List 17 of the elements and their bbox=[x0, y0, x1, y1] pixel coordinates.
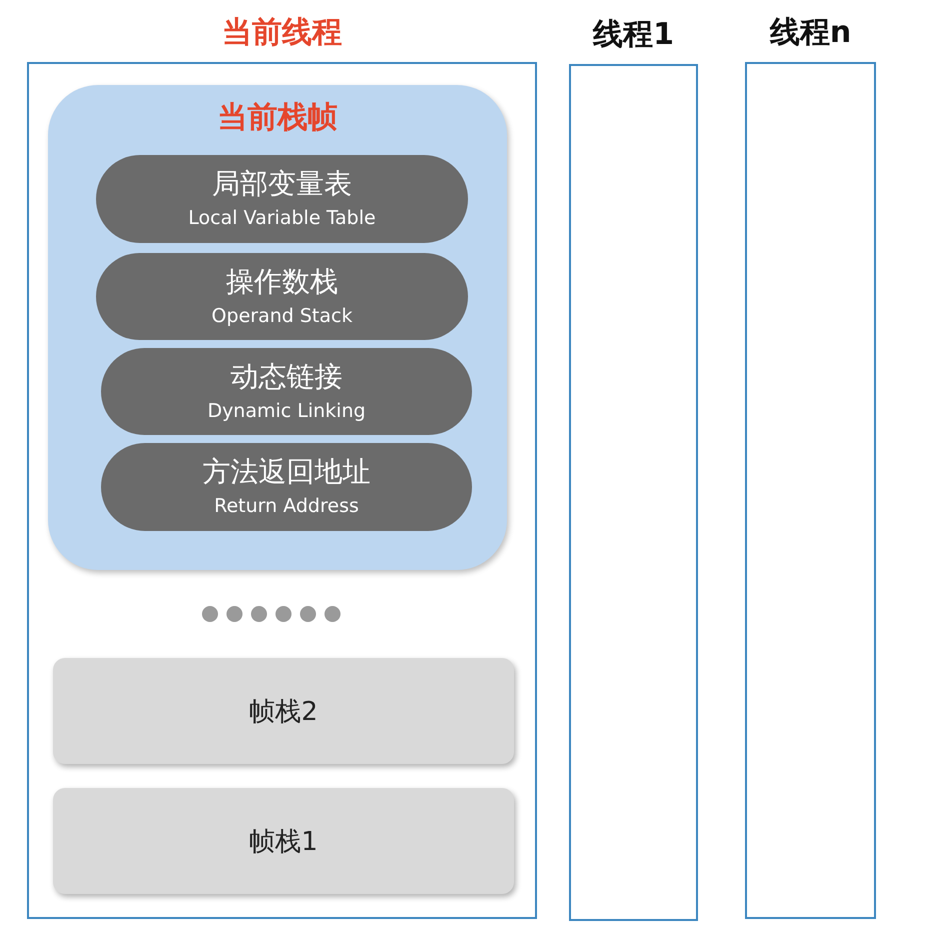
part-name: 操作数栈 bbox=[225, 264, 339, 300]
part-subtitle: Local Variable Table bbox=[187, 207, 377, 229]
part-name: 动态链接 bbox=[230, 359, 344, 395]
part-subtitle: Dynamic Linking bbox=[206, 400, 367, 422]
part-name: 方法返回地址 bbox=[202, 454, 372, 490]
part-name: 局部变量表 bbox=[211, 166, 353, 202]
panel-heading: 当前栈帧 bbox=[216, 99, 338, 137]
column-heading: 当前线程 bbox=[221, 14, 343, 52]
part-subtitle: Operand Stack bbox=[210, 305, 354, 327]
part-subtitle: Return Address bbox=[213, 495, 360, 517]
column-heading: 线程n bbox=[768, 14, 852, 52]
stack-frame-panel bbox=[48, 85, 507, 570]
stack-frame-bar bbox=[53, 658, 514, 764]
stack-frame-bar bbox=[53, 788, 514, 894]
frame-label: 帧栈2 bbox=[248, 696, 319, 729]
column-heading: 线程1 bbox=[592, 16, 675, 54]
frame-label: 帧栈1 bbox=[248, 826, 319, 859]
